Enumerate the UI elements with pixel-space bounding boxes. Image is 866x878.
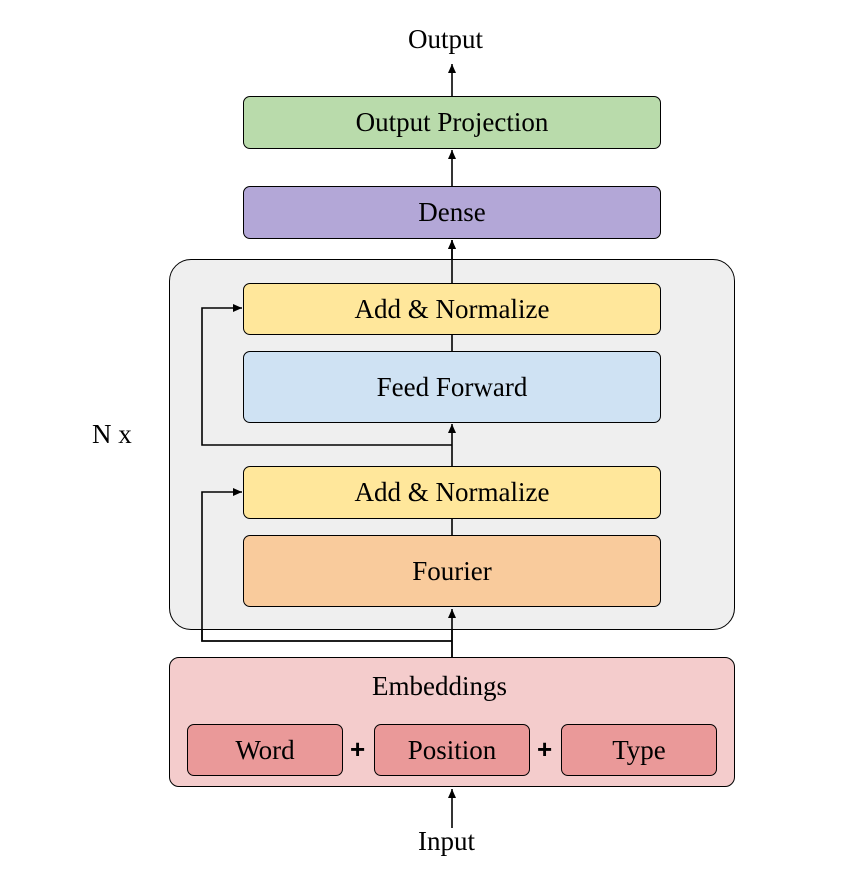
embeddings-title: Embeddings (372, 671, 507, 701)
add-normalize-top-block: Add & Normalize (243, 283, 661, 335)
output-label: Output (408, 24, 484, 54)
embedding-word: Word (187, 724, 343, 776)
plus-sign-2: + (537, 734, 553, 764)
plus-sign-1: + (350, 734, 366, 764)
embedding-position: Position (374, 724, 530, 776)
add-normalize-bottom-block: Add & Normalize (243, 466, 661, 519)
input-label: Input (418, 826, 475, 856)
output-projection-block: Output Projection (243, 96, 661, 149)
dense-block: Dense (243, 186, 661, 239)
fourier-block: Fourier (243, 535, 661, 607)
feed-forward-block: Feed Forward (243, 351, 661, 423)
embedding-type: Type (561, 724, 717, 776)
repeat-label: N x (92, 419, 132, 449)
